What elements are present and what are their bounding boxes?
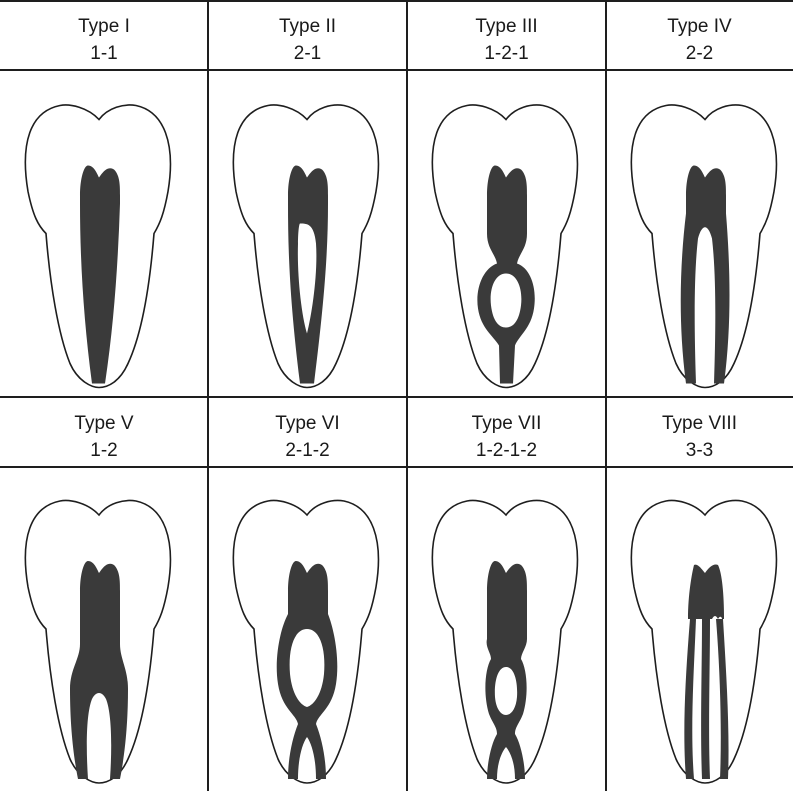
root-canal-classification-grid: Type I1-1Type II2-1Type III1-2-1Type IV2… bbox=[0, 0, 793, 791]
grid-lines bbox=[0, 0, 793, 791]
